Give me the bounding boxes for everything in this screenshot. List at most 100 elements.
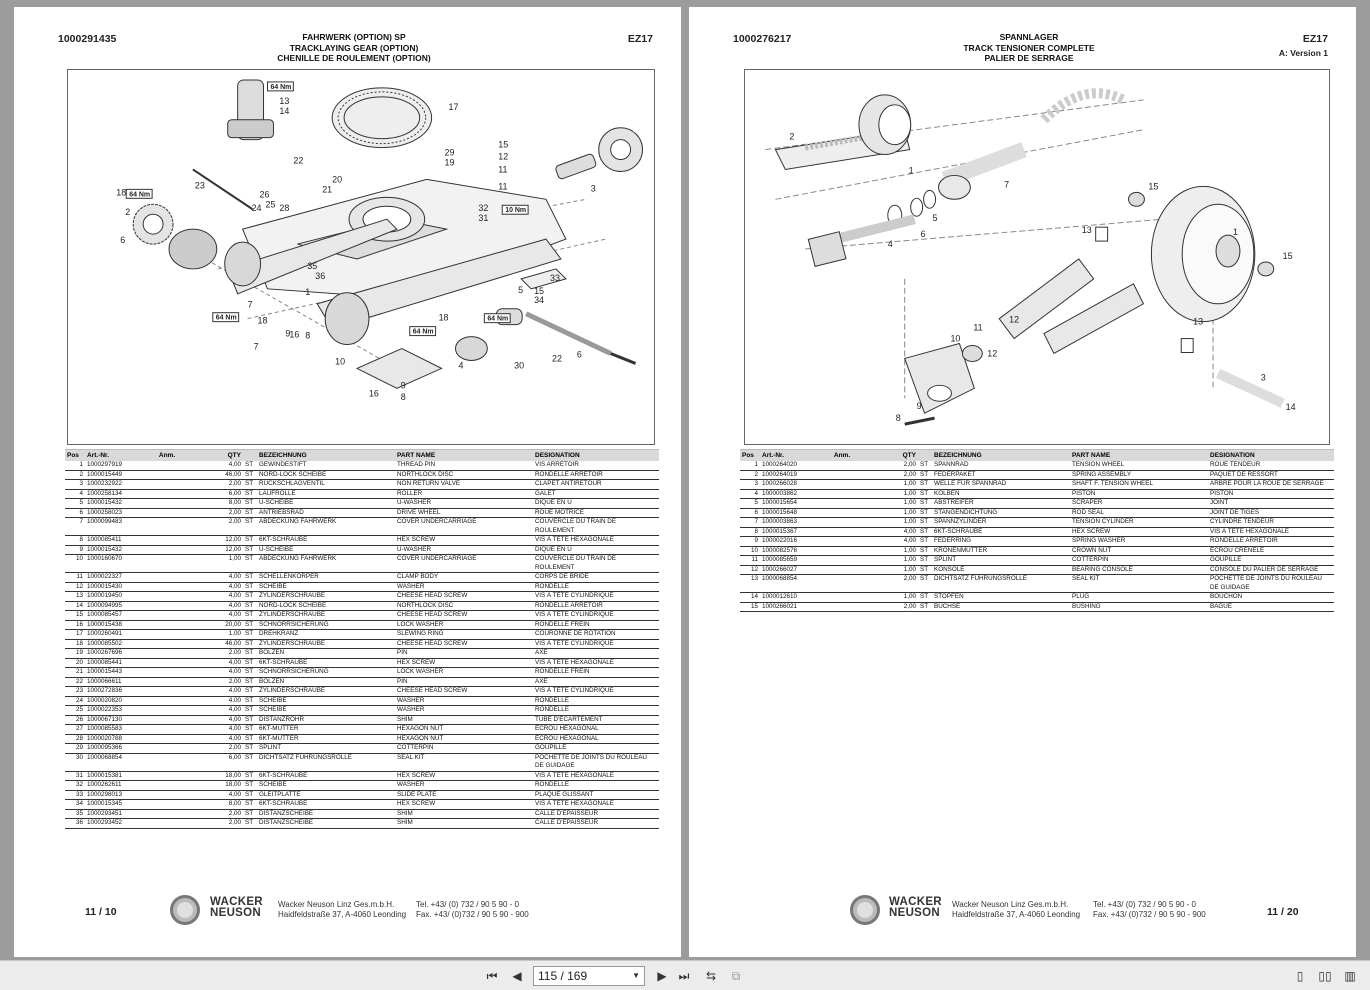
cell-qty: 1,00 <box>878 508 918 518</box>
svg-text:21: 21 <box>322 184 332 194</box>
svg-text:11: 11 <box>498 181 507 191</box>
svg-text:9: 9 <box>401 380 406 390</box>
cell-part-name: LOCK WASHER <box>395 620 533 630</box>
cell-designation: VIS À TÊTE CYLINDRIQUE <box>533 639 659 649</box>
cell-designation: VIS À TÊTE CYLINDRIQUE <box>533 610 659 621</box>
svg-text:1: 1 <box>1233 227 1238 237</box>
cell-anm <box>131 572 203 583</box>
cell-bezeichnung: U-SCHEIBE <box>257 498 395 509</box>
cell-pos: 10 <box>740 546 760 556</box>
title-line-en: TRACK TENSIONER COMPLETE <box>963 42 1095 53</box>
cell-pos: 28 <box>65 734 85 744</box>
copy-icon[interactable]: ⧉ <box>731 969 741 983</box>
chevron-down-icon[interactable]: ▼ <box>632 971 640 980</box>
cell-qty: 46,00 <box>203 639 243 649</box>
prev-page-icon[interactable]: ◀ <box>512 969 522 983</box>
brand-name: WACKER NEUSON <box>210 896 263 919</box>
cell-qty: 12,00 <box>203 535 243 546</box>
continuous-view-icon[interactable]: ▥ <box>1344 969 1356 983</box>
svg-text:64 Nm: 64 Nm <box>270 84 291 91</box>
cell-pos: 15 <box>65 610 85 621</box>
cell-designation: GOUPILLE <box>1208 555 1334 566</box>
single-page-view-icon[interactable]: ▯ <box>1296 969 1304 983</box>
cell-art-nr: 1000015654 <box>760 498 806 509</box>
cell-designation: RONDELLE ARRÊTOIR <box>533 601 659 611</box>
cell-bezeichnung: SCHNORRSICHERUNG <box>257 667 395 678</box>
cell-unit: ST <box>243 582 257 592</box>
cell-pos: 31 <box>65 771 85 781</box>
cell-designation: BAGUE <box>1208 602 1334 612</box>
cell-part-name: CHEESE HEAD SCREW <box>395 639 533 649</box>
svg-text:13: 13 <box>279 96 289 106</box>
cell-qty: 20,00 <box>203 620 243 630</box>
first-page-icon[interactable]: ⏮ <box>486 969 498 983</box>
cell-art-nr: 1000160670 <box>85 554 131 573</box>
cell-art-nr: 1000082576 <box>760 546 806 556</box>
page-number-input[interactable]: 115 / 169 ▼ <box>533 966 645 986</box>
two-page-view-icon[interactable]: ▯▯ <box>1318 969 1332 983</box>
cell-art-nr: 1000020788 <box>85 734 131 744</box>
svg-text:15: 15 <box>498 140 508 150</box>
table-header-row: Pos Art.-Nr. Anm. QTY BEZEICHNUNG PART N… <box>65 449 659 461</box>
svg-text:11: 11 <box>973 323 982 333</box>
cell-qty: 2,00 <box>203 648 243 659</box>
last-page-icon[interactable]: ⏭ <box>678 969 690 983</box>
cell-art-nr: 1000099483 <box>85 517 131 536</box>
cell-anm <box>131 818 203 829</box>
page-left: 1000291435 FAHRWERK (OPTION) SP TRACKLAY… <box>14 7 681 957</box>
next-page-icon[interactable]: ▶ <box>657 969 667 983</box>
cell-bezeichnung: RÜCKSCHLAGVENTIL <box>257 479 395 490</box>
cell-unit: ST <box>243 648 257 659</box>
col-part-name: PART NAME <box>1070 449 1208 461</box>
cell-part-name: NON RETURN VALVE <box>395 479 533 490</box>
cell-designation: PAQUET DE RESSORT <box>1208 470 1334 480</box>
cell-bezeichnung: 6KT-MUTTER <box>257 734 395 744</box>
col-bezeichnung: BEZEICHNUNG <box>932 449 1070 461</box>
cell-art-nr: 1000015367 <box>760 527 806 537</box>
cell-designation: RONDELLE ARRÊTOIR <box>533 470 659 480</box>
cell-art-nr: 1000293452 <box>85 818 131 829</box>
cell-pos: 36 <box>65 818 85 829</box>
model-label: EZ17 <box>1302 33 1328 45</box>
cell-anm <box>806 592 878 603</box>
cell-bezeichnung: BUCHSE <box>932 602 1070 612</box>
cell-anm <box>131 724 203 735</box>
cell-unit: ST <box>918 508 932 518</box>
cell-unit: ST <box>243 610 257 621</box>
cell-unit: ST <box>243 508 257 518</box>
cell-designation: RONDELLE FREIN <box>533 667 659 678</box>
svg-text:34: 34 <box>534 295 544 305</box>
cell-qty: 2,00 <box>203 677 243 687</box>
cell-unit: ST <box>918 574 932 593</box>
cell-art-nr: 1000085659 <box>760 555 806 566</box>
wacker-neuson-logo-icon <box>170 895 200 925</box>
svg-text:5: 5 <box>518 285 523 295</box>
doc-code: 1000276217 <box>733 33 792 45</box>
company-fax: Fax. +43/ (0)732 / 90 5 90 - 900 <box>1093 910 1206 919</box>
cell-unit: ST <box>918 565 932 575</box>
svg-text:24: 24 <box>252 203 262 213</box>
svg-text:29: 29 <box>445 148 455 158</box>
rotate-icon[interactable]: ⇆ <box>705 969 717 983</box>
cell-art-nr: 1000085441 <box>85 658 131 668</box>
cell-unit: ST <box>243 554 257 573</box>
svg-text:7: 7 <box>254 342 259 352</box>
cell-pos: 7 <box>65 517 85 536</box>
cell-unit: ST <box>243 780 257 791</box>
cell-part-name: NORTHLOCK DISC <box>395 470 533 480</box>
page-title: SPANNLAGER TRACK TENSIONER COMPLETE PALI… <box>869 32 1189 64</box>
cell-qty: 2,00 <box>203 818 243 829</box>
cell-art-nr: 1000003863 <box>760 517 806 528</box>
cell-pos: 26 <box>65 715 85 725</box>
svg-text:15: 15 <box>1283 251 1293 261</box>
cell-bezeichnung: 6KT-SCHRAUBE <box>257 658 395 668</box>
cell-pos: 6 <box>65 508 85 518</box>
